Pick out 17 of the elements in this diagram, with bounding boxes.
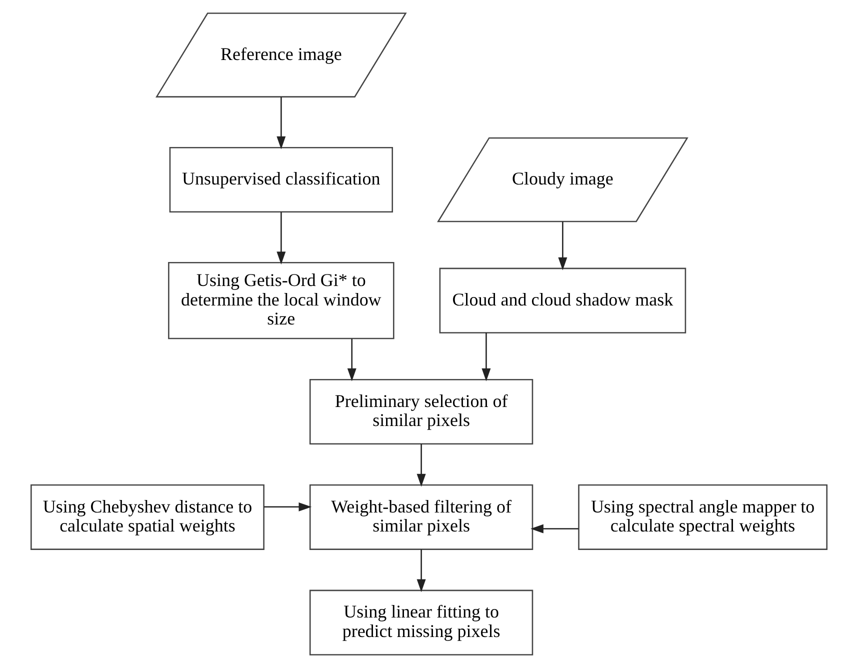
node-box: Cloud and cloud shadow mask xyxy=(438,268,686,334)
arrow xyxy=(346,338,356,382)
node-box: Using Getis-Ord Gi* to determine the local window size xyxy=(168,262,394,340)
node-box: Using linear fitting to predict missing pixels xyxy=(308,590,533,656)
arrow xyxy=(481,332,490,382)
arrow xyxy=(276,96,286,150)
arrow xyxy=(264,502,312,512)
arrow xyxy=(416,444,426,487)
node-box: Weight-based filtering of similar pixels xyxy=(308,484,533,550)
arrow xyxy=(558,222,567,270)
arrow xyxy=(530,524,578,534)
node-box: Unsupervised classification xyxy=(168,146,392,213)
arrow xyxy=(276,212,286,264)
arrow xyxy=(416,549,426,592)
node-box: Using Chebyshev distance to calculate spatial weights xyxy=(30,484,264,550)
node-box: Preliminary selection of similar pixels xyxy=(308,379,533,445)
node-box: Using spectral angle mapper to calculate spectral weights xyxy=(578,484,827,550)
